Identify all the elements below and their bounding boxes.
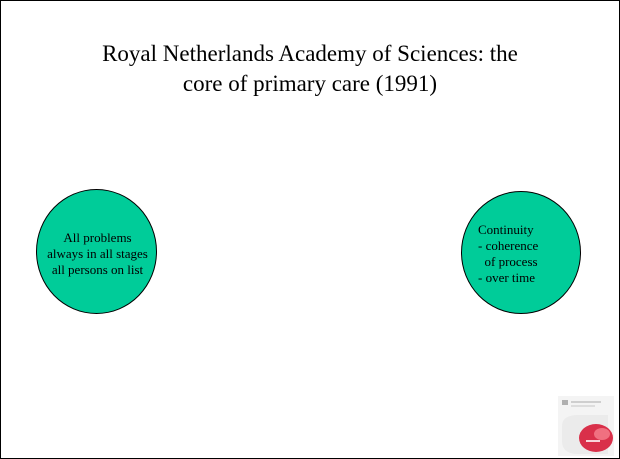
circle-text-line: always in all stages bbox=[47, 246, 148, 261]
title-line: Royal Netherlands Academy of Sciences: t… bbox=[102, 41, 518, 66]
circle-text-line: all persons on list bbox=[51, 262, 144, 277]
circle-text-line: of process bbox=[478, 254, 538, 269]
continuity-circle-text: Continuity - coherence of process - over… bbox=[478, 222, 538, 286]
slide-title: Royal Netherlands Academy of Sciences: t… bbox=[31, 39, 589, 99]
title-line: core of primary care (1991) bbox=[182, 71, 438, 96]
circle-text-line: All problems bbox=[63, 230, 132, 245]
scope-circle: All problems always in all stages all pe… bbox=[36, 189, 157, 314]
continuity-circle: Continuity - coherence of process - over… bbox=[461, 191, 581, 314]
scope-circle-text: All problems always in all stages all pe… bbox=[37, 230, 158, 278]
publication-cover-icon bbox=[558, 396, 614, 456]
circle-text-line: - coherence bbox=[478, 238, 539, 253]
circle-text-line: - over time bbox=[478, 270, 536, 285]
circle-text-line: Continuity bbox=[478, 222, 534, 237]
